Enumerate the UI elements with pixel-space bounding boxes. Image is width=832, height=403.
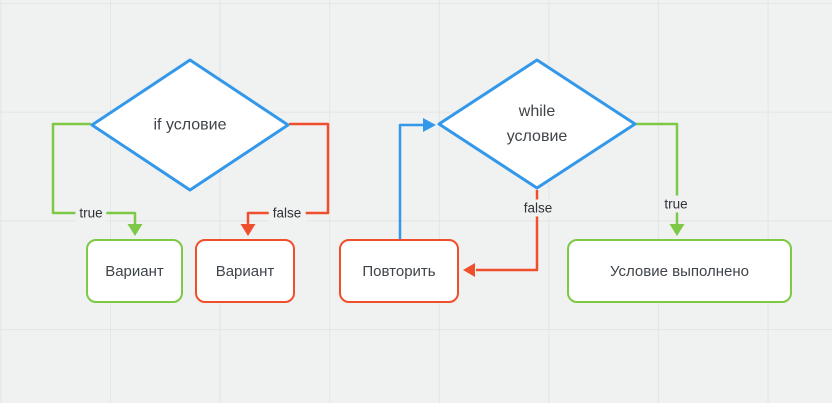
arrowhead-right-icon bbox=[423, 118, 436, 132]
while-condition-diamond[interactable] bbox=[437, 58, 637, 190]
edge-label-while-true: true bbox=[660, 195, 692, 213]
if-condition-diamond[interactable] bbox=[90, 58, 290, 192]
node-variant-true-label: Вариант bbox=[105, 262, 164, 280]
edge-if-false[interactable] bbox=[240, 122, 330, 236]
arrowhead-left-icon bbox=[463, 263, 475, 277]
edge-if-true[interactable] bbox=[51, 122, 143, 236]
node-variant-false-label: Вариант bbox=[215, 262, 275, 280]
edge-label-while-false: false bbox=[519, 199, 557, 217]
node-done-label: Условие выполнено bbox=[609, 262, 750, 280]
node-variant-true[interactable]: Вариант bbox=[86, 239, 183, 303]
arrowhead-down-icon bbox=[240, 224, 256, 236]
edge-while-loop[interactable] bbox=[398, 118, 436, 239]
edge-label-if-true: true bbox=[75, 204, 107, 222]
node-repeat-label: Повторить bbox=[362, 262, 436, 280]
edge-while-false[interactable] bbox=[463, 190, 539, 277]
node-variant-false[interactable]: Вариант bbox=[195, 239, 295, 303]
node-repeat[interactable]: Повторить bbox=[339, 239, 459, 303]
while-diamond-label: while условие bbox=[506, 103, 568, 145]
node-done[interactable]: Условие выполнено bbox=[567, 239, 792, 303]
arrowhead-down-icon bbox=[669, 224, 685, 236]
arrowhead-down-icon bbox=[127, 224, 143, 236]
edge-while-true[interactable] bbox=[636, 122, 685, 236]
if-diamond-label: if условие bbox=[153, 116, 227, 134]
edge-label-if-false: false bbox=[268, 204, 306, 222]
